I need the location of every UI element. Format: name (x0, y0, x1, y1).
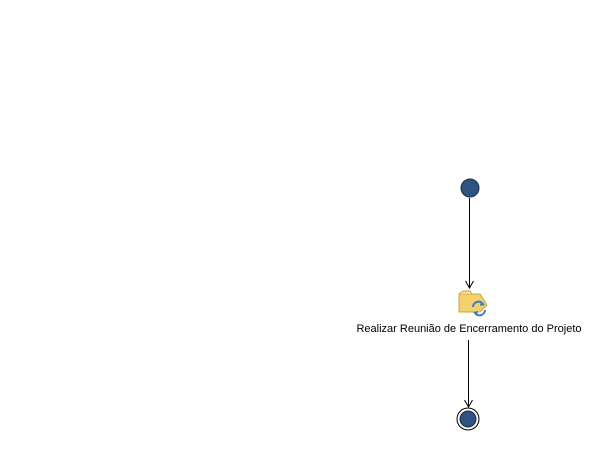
connector-start-to-task[interactable] (465, 198, 474, 290)
end-event[interactable] (456, 407, 480, 431)
task-label[interactable]: Realizar Reunião de Encerramento do Proj… (356, 323, 582, 335)
connector-task-to-end[interactable] (464, 340, 473, 409)
start-event[interactable] (460, 178, 480, 198)
document-refresh-icon[interactable] (458, 290, 488, 317)
